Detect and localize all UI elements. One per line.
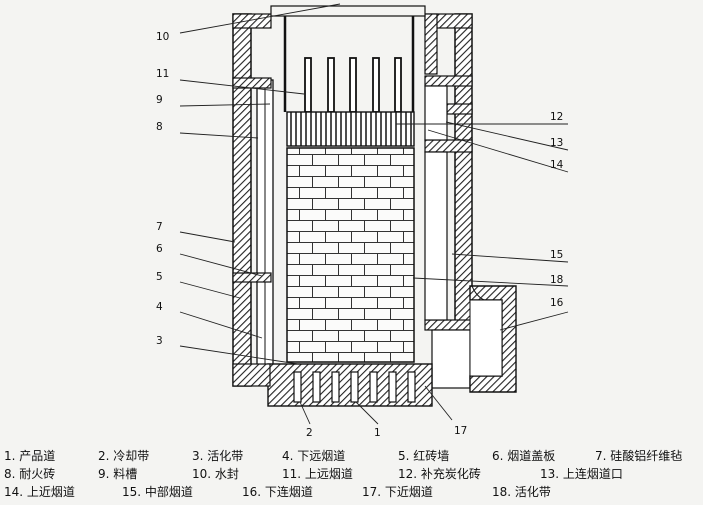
callout-5: 5 bbox=[156, 271, 163, 283]
legend-item: 11. 上远烟道 bbox=[282, 467, 353, 481]
outer-wall-right bbox=[454, 13, 473, 333]
feed-rods bbox=[304, 57, 402, 113]
outer-wall-top-left bbox=[232, 13, 272, 29]
product-channel-top bbox=[270, 5, 426, 112]
legend-item: 12. 补充炭化砖 bbox=[398, 467, 481, 481]
diagram-legend: 1. 产品道 2. 冷却带 3. 活化带 4. 下远烟道 5. 红砖墙 6. 烟… bbox=[0, 446, 703, 505]
legend-row-3: 14. 上近烟道 15. 中部烟道 16. 下连烟道 17. 下近烟道 18. … bbox=[0, 484, 703, 500]
legend-item: 5. 红砖墙 bbox=[398, 449, 450, 463]
leader-lines bbox=[179, 3, 569, 425]
water-seal-stub bbox=[424, 13, 438, 75]
legend-item: 1. 产品道 bbox=[4, 449, 56, 463]
callout-11: 11 bbox=[156, 68, 169, 80]
callout-2: 2 bbox=[306, 427, 313, 439]
supplementary-carbonization-brick-band bbox=[286, 111, 415, 147]
legend-item: 13. 上连烟道口 bbox=[540, 467, 623, 481]
base-left bbox=[232, 363, 271, 387]
callout-13: 13 bbox=[550, 137, 563, 149]
refractory-lining-left bbox=[256, 79, 274, 381]
legend-item: 3. 活化带 bbox=[192, 449, 244, 463]
callout-1: 1 bbox=[374, 427, 381, 439]
callout-8: 8 bbox=[156, 121, 163, 133]
callout-16: 16 bbox=[550, 297, 564, 309]
callout-9: 9 bbox=[156, 94, 163, 106]
legend-item: 7. 硅酸铝纤维毡 bbox=[595, 449, 683, 463]
right-inner-flue-walls bbox=[424, 85, 471, 389]
legend-item: 8. 耐火砖 bbox=[4, 467, 56, 481]
kiln-cross-section-diagram: 10 11 9 8 7 6 5 4 3 12 13 14 15 18 16 17… bbox=[156, 3, 569, 439]
callout-18: 18 bbox=[550, 274, 563, 286]
callout-14: 14 bbox=[550, 159, 564, 171]
callout-10: 10 bbox=[156, 31, 169, 43]
legend-row-2: 8. 耐火砖 9. 料槽 10. 水封 11. 上远烟道 12. 补充炭化砖 1… bbox=[0, 466, 703, 482]
callout-15: 15 bbox=[550, 249, 563, 261]
lower-connecting-flue bbox=[469, 285, 517, 393]
legend-item: 10. 水封 bbox=[192, 467, 239, 481]
callout-7: 7 bbox=[156, 221, 163, 233]
callout-3: 3 bbox=[156, 335, 163, 347]
legend-item: 17. 下近烟道 bbox=[362, 485, 433, 499]
legend-row-1: 1. 产品道 2. 冷却带 3. 活化带 4. 下远烟道 5. 红砖墙 6. 烟… bbox=[0, 448, 703, 464]
callout-6: 6 bbox=[156, 243, 163, 255]
callout-12: 12 bbox=[550, 111, 563, 123]
outer-wall-left bbox=[232, 13, 252, 387]
bottom-grate bbox=[267, 363, 433, 407]
legend-item: 9. 料槽 bbox=[98, 467, 138, 481]
legend-item: 6. 烟道盖板 bbox=[492, 449, 556, 463]
brick-core bbox=[286, 147, 415, 363]
legend-item: 14. 上近烟道 bbox=[4, 485, 75, 499]
legend-item: 16. 下连烟道 bbox=[242, 485, 313, 499]
legend-item: 4. 下远烟道 bbox=[282, 449, 346, 463]
legend-item: 2. 冷却带 bbox=[98, 449, 150, 463]
callout-4: 4 bbox=[156, 301, 163, 313]
callout-17: 17 bbox=[454, 425, 467, 437]
legend-item: 18. 活化带 bbox=[492, 485, 551, 499]
legend-item: 15. 中部烟道 bbox=[122, 485, 193, 499]
